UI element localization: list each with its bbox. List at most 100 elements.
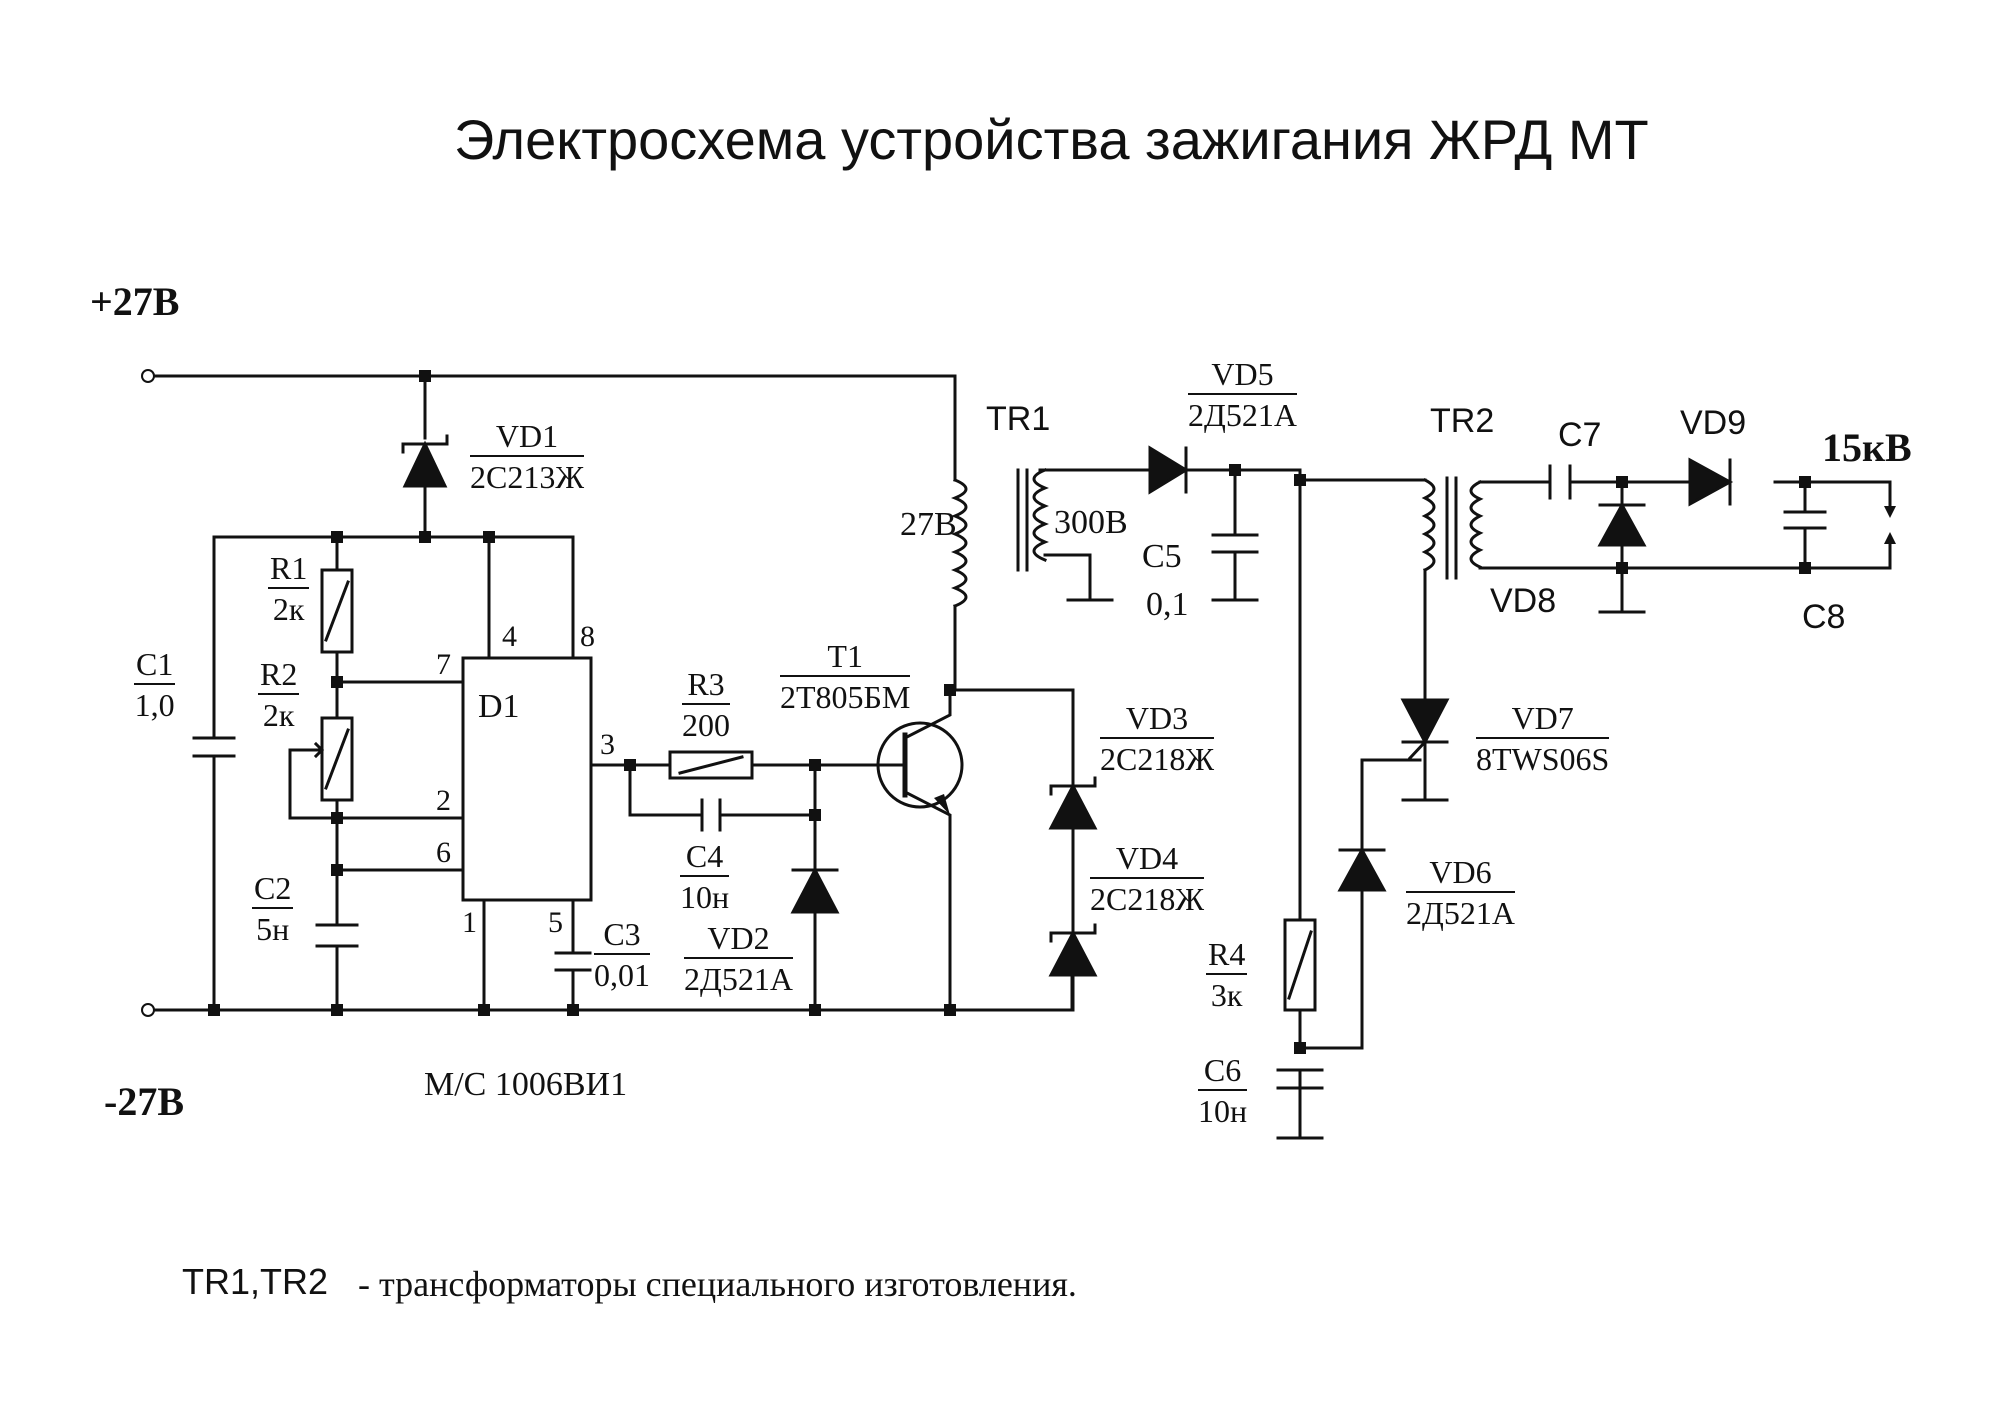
r4-label: R4 3к [1206,938,1248,1013]
junctions [208,370,1811,1054]
ic-type-label: М/С 1006ВИ1 [424,1066,628,1103]
vd7-thyristor-symbol [1400,698,1450,802]
r2-wiper-wire [288,748,339,820]
t1-emitter-wire [902,789,952,1012]
c2-value: 5н [256,911,290,947]
r1-ref: R1 [268,552,310,589]
vd3-zener-symbol [1048,776,1098,830]
c4-ref: C4 [680,840,730,877]
r3-ref: R3 [682,668,730,705]
junction-dot [483,531,495,543]
d1-pin3-number: 3 [600,728,615,761]
junction-dot [1799,476,1811,488]
junction-dot [478,1004,490,1016]
c1-label: C1 1,0 [134,648,176,721]
negative-terminal [141,1003,155,1017]
d1-pin6-number: 6 [436,836,451,869]
positive-rail-label: +27В [90,279,180,324]
c6-value: 10н [1198,1093,1248,1129]
r3-value: 200 [682,707,730,743]
junction-dot [331,531,343,543]
d1-ic-body [461,656,593,902]
c2-capacitor-symbol [315,923,359,948]
vd8-diode-symbol [1597,501,1647,614]
r1-resistor-symbol [320,568,354,654]
vd1-ref: VD1 [470,420,585,457]
vd4-value: 2С218Ж [1090,881,1205,917]
d1-pin4-number: 4 [502,620,517,653]
c3-label: C3 0,01 [594,918,650,991]
r1-label: R1 2к [268,552,310,627]
footnote-text: - трансформаторы специального изготовлен… [358,1264,1077,1304]
junction-dot [331,864,343,876]
r4-value: 3к [1210,977,1243,1013]
junction-dot [624,759,636,771]
junction-dot [331,812,343,824]
d1-pin2-number: 2 [436,784,451,817]
junction-dot [208,1004,220,1016]
vd3-value: 2С218Ж [1100,741,1215,777]
c4-capacitor-symbol [700,798,722,832]
tr2-ref: TR2 [1430,402,1495,440]
vd6-value: 2Д521А [1406,895,1515,931]
vd5-label: VD5 2Д521А [1188,358,1297,431]
vd2-value: 2Д521А [684,961,793,997]
c7-ref: C7 [1558,416,1602,454]
r1-value: 2к [272,591,305,627]
vd8-ref: VD8 [1490,582,1557,620]
vd1-label: VD1 2С213Ж [470,420,585,495]
r4-ref: R4 [1206,938,1248,975]
vd7-value: 8TWS06S [1476,741,1610,777]
junction-dot [1616,562,1628,574]
c2-ref: C2 [252,872,294,909]
junction-dot [331,1004,343,1016]
vd6-diode-symbol [1337,846,1387,892]
r2-ref: R2 [258,658,300,695]
spark-gap-symbol [1884,506,1896,544]
vd4-label: VD4 2С218Ж [1090,842,1205,917]
r3-label: R3 200 [682,668,730,741]
junction-dot [809,1004,821,1016]
vd1-zener-symbol [401,434,449,488]
vd3-label: VD3 2С218Ж [1100,702,1215,777]
vd6-ref: VD6 [1406,856,1515,893]
vd1-value: 2С213Ж [470,459,585,495]
c5-ref: C5 [1142,538,1182,575]
tr2-transformer-symbol [1421,476,1484,580]
tr1-primary-voltage: 27В [900,506,957,543]
vd2-ref: VD2 [684,922,793,959]
t1-value: 2Т805БМ [780,679,911,715]
vd2-diode-symbol [790,866,840,914]
r2-value: 2к [262,697,295,733]
junction-dot [1616,476,1628,488]
c4-label: C4 10н [680,840,730,913]
junction-dot [809,809,821,821]
page-title: Электросхема устройства зажигания ЖРД МТ [454,108,1649,171]
d1-ref: D1 [478,688,520,725]
vd6-wire [1298,888,1364,1050]
r4-resistor-symbol [1283,918,1317,1012]
c1-ref: C1 [134,648,176,685]
d1-pin8-number: 8 [580,620,595,653]
junction-dot [567,1004,579,1016]
tr1-transformer-symbol [951,468,1049,692]
tr1-ref: TR1 [986,400,1051,438]
t1-transistor-symbol [876,721,964,815]
c3-capacitor-symbol [554,951,592,972]
c4-wire [628,763,817,817]
c7-capacitor-symbol [1548,464,1572,500]
terminals [141,369,155,1017]
c3-ref: C3 [594,918,650,955]
vd3-ref: VD3 [1100,702,1215,739]
c5-capacitor-symbol [1211,533,1259,602]
vd2-label: VD2 2Д521А [684,922,793,995]
tr1-secondary-voltage: 300В [1054,504,1128,541]
vd9-diode-symbol [1688,457,1734,507]
c6-ref: C6 [1198,1054,1248,1091]
c6-capacitor-symbol [1276,1068,1324,1140]
tr1-ground-wire [1043,553,1092,602]
vd7-ref: VD7 [1476,702,1610,739]
c8-capacitor-symbol [1783,510,1827,530]
